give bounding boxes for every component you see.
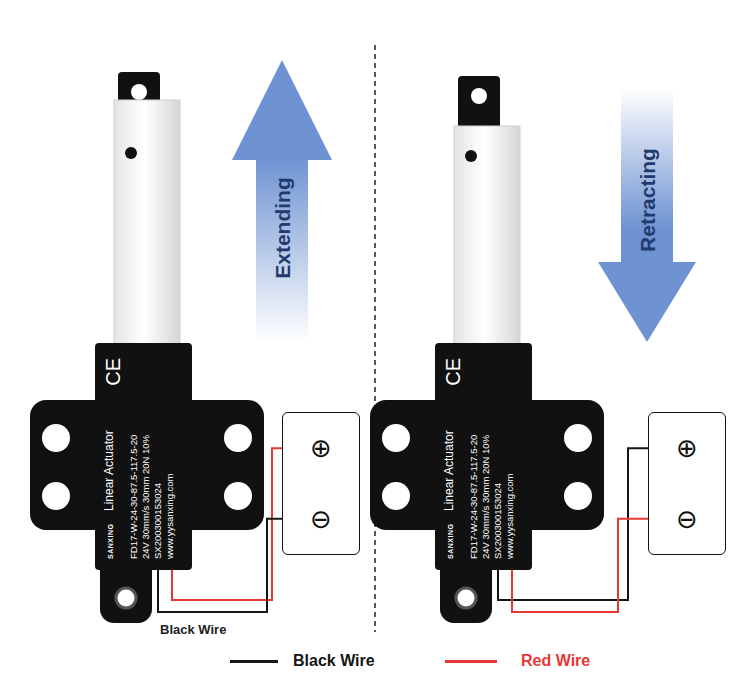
- motion-label: Extending: [272, 177, 293, 279]
- legend-line-sample: [230, 660, 278, 663]
- ce-mark: CE: [102, 358, 125, 386]
- wire-label: Black Wire: [160, 622, 226, 637]
- rod-hole: [131, 84, 147, 100]
- inner-tube: [114, 100, 180, 350]
- legend-line-sample: [445, 660, 497, 663]
- brand-logo: SANXING: [107, 524, 115, 559]
- wire: [512, 519, 648, 612]
- model-code: FD17-W-24-30-87.5-117.5-20: [469, 435, 480, 559]
- arrow-body: [232, 60, 332, 342]
- power-supply-box: ⊕⊖: [282, 412, 360, 555]
- serial-number: SX200300153024: [153, 483, 164, 559]
- terminal-symbol: ⊖: [676, 506, 698, 532]
- mounting-hole: [564, 482, 592, 510]
- mounting-hole: [382, 424, 410, 452]
- actuator-label-body: SANXING Linear Actuator FD17-W-24-30-87.5-…: [435, 343, 532, 570]
- terminal-symbol: ⊕: [676, 435, 698, 461]
- mounting-hole: [564, 424, 592, 452]
- website: www.yysanxing.com: [505, 473, 516, 559]
- mounting-hole: [382, 482, 410, 510]
- motion-arrow: Extending: [232, 60, 332, 342]
- brand-logo: SANXING: [447, 524, 455, 559]
- model-code: FD17-W-24-30-87.5-117.5-20: [129, 435, 140, 559]
- motion-arrow: Retracting: [598, 88, 696, 342]
- power-supply-box: ⊕⊖: [648, 412, 726, 555]
- legend-text: Black Wire: [293, 651, 375, 671]
- mounting-hole: [224, 482, 252, 510]
- website: www.yysanxing.com: [165, 473, 176, 559]
- product-name: Linear Actuator: [443, 430, 457, 511]
- actuator-figure: [30, 72, 264, 623]
- actuator-label-body: SANXING Linear Actuator FD17-W-24-30-87.5-…: [95, 343, 192, 570]
- product-name: Linear Actuator: [103, 430, 117, 511]
- label-text-panel: SANXING Linear Actuator FD17-W-24-30-87.5-…: [98, 350, 189, 563]
- terminal-symbol: ⊖: [310, 506, 332, 532]
- ce-mark: CE: [442, 358, 465, 386]
- motion-label: Retracting: [637, 148, 658, 252]
- divider-line: [374, 45, 376, 632]
- tab-hole: [116, 588, 136, 608]
- mounting-hole: [42, 424, 70, 452]
- terminal-symbol: ⊕: [310, 435, 332, 461]
- mounting-hole: [42, 482, 70, 510]
- spec-line: 24V 30mm/s 30mm 20N 10%: [141, 435, 152, 559]
- tab-hole: [456, 588, 476, 608]
- label-text-panel: SANXING Linear Actuator FD17-W-24-30-87.5-…: [438, 350, 529, 563]
- tube-dot: [125, 147, 137, 159]
- rod-hole: [471, 88, 487, 104]
- arrow-body: [598, 88, 696, 342]
- legend-text: Red Wire: [521, 651, 590, 671]
- inner-tube: [454, 126, 520, 350]
- mounting-hole: [224, 424, 252, 452]
- actuator-figure: [370, 76, 604, 623]
- spec-line: 24V 30mm/s 30mm 20N 10%: [481, 435, 492, 559]
- serial-number: SX200300153024: [493, 483, 504, 559]
- tube-dot: [465, 150, 477, 162]
